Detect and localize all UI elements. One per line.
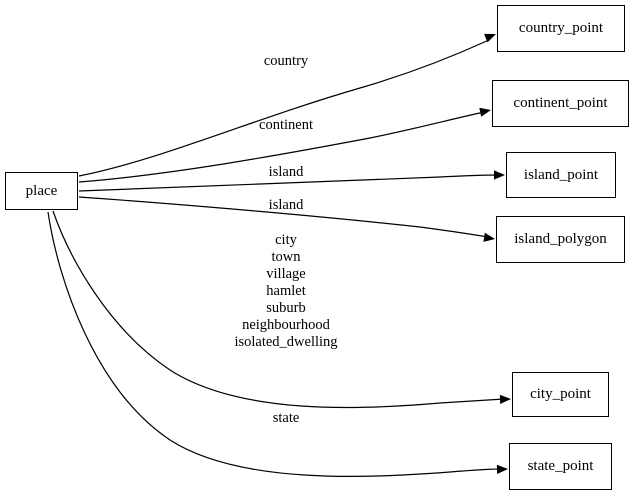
node-city-point[interactable]: city_point (512, 372, 609, 417)
node-island-point[interactable]: island_point (506, 152, 616, 198)
arrowhead-continent_point (479, 107, 491, 117)
node-country-point[interactable]: country_point (497, 5, 625, 52)
node-island-point-label: island_point (523, 166, 599, 183)
edge-path-island_polygon (78, 196, 489, 238)
arrowhead-city_point (499, 394, 511, 404)
edge-label-island-polygon: island (268, 197, 304, 213)
arrowhead-island_point (494, 170, 505, 180)
node-state-point[interactable]: state_point (509, 443, 612, 490)
edge-label-city-group: city town village hamlet suburb neighbou… (234, 232, 338, 350)
node-island-polygon-label: island_polygon (514, 231, 607, 247)
edge-path-city_point (52, 210, 505, 409)
node-continent-point[interactable]: continent_point (492, 80, 629, 127)
edge-path-country_point (78, 39, 490, 177)
edge-path-continent_point (78, 111, 485, 183)
node-island-polygon[interactable]: island_polygon (496, 216, 625, 263)
node-city-point-label: city_point (530, 386, 591, 402)
edge-label-continent: continent (259, 117, 313, 133)
node-place-label: place (25, 182, 58, 199)
node-country-point-label: country_point (518, 20, 604, 36)
arrowhead-island_polygon (483, 232, 495, 242)
arrowhead-country_point (484, 33, 496, 43)
node-state-point-label: state_point (527, 458, 594, 474)
edge-label-island-point: island (268, 164, 304, 180)
edge-path-island_point (78, 174, 499, 192)
edge-label-state: state (272, 410, 300, 426)
node-place[interactable]: place (5, 172, 78, 210)
edge-label-country: country (263, 53, 309, 69)
arrowhead-state_point (496, 464, 508, 474)
node-continent-point-label: continent_point (513, 95, 608, 111)
edge-path-state_point (47, 211, 502, 477)
